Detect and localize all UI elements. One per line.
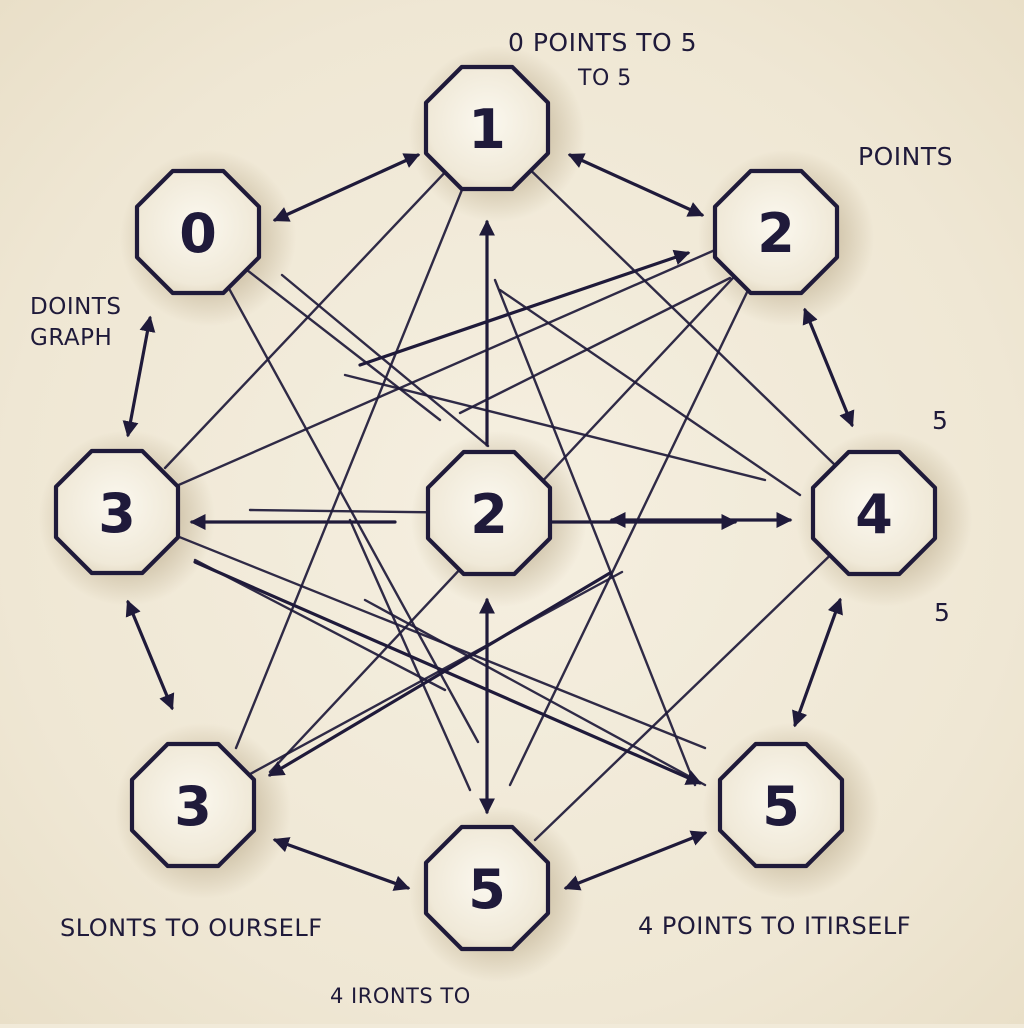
bidirectional-arrow	[567, 153, 705, 217]
bidirectional-arrow	[122, 315, 156, 438]
bidirectional-arrow	[125, 599, 175, 711]
edges	[115, 126, 876, 891]
node-label: 1	[468, 98, 506, 161]
node-n5b[interactable]: 5	[423, 824, 551, 952]
edge-line	[280, 273, 490, 448]
annotation-doints-line1: DOINTS	[30, 294, 122, 320]
annotation-doints-graph: DOINTS GRAPH	[30, 292, 121, 354]
directed-arrow	[358, 249, 691, 367]
node-octagon	[134, 168, 262, 296]
node-label: 2	[757, 202, 795, 265]
bidirectional-arrow	[272, 153, 421, 222]
edge-line	[115, 510, 707, 750]
node-octagon	[129, 741, 257, 869]
annotation-top-line1: 0 POINTS TO 5	[508, 28, 698, 57]
directed-arrow	[267, 571, 612, 777]
node-octagon	[712, 168, 840, 296]
bidirectional-arrow	[792, 597, 843, 728]
edge-line	[508, 230, 778, 787]
bidirectional-arrow	[272, 837, 411, 891]
edge-line	[493, 278, 697, 787]
edge-line	[343, 373, 767, 482]
node-octagon	[810, 449, 938, 577]
node-n5a[interactable]: 5	[717, 741, 845, 869]
annotation-doints-line2: GRAPH	[30, 325, 113, 351]
node-octagon	[53, 448, 181, 576]
node-label: 2	[470, 483, 508, 546]
node-label: 5	[762, 775, 800, 838]
bidirectional-arrow	[802, 307, 855, 428]
node-label: 4	[855, 483, 893, 546]
node-octagon	[423, 64, 551, 192]
bidirectional-arrow	[563, 830, 708, 891]
edge-line	[363, 598, 707, 787]
node-label: 3	[174, 775, 212, 838]
annotation-four-ironts: 4 IRONTS TO	[330, 984, 471, 1008]
node-label: 0	[179, 202, 217, 265]
annotation-right-5-upper: 5	[932, 406, 949, 435]
node-label: 3	[98, 482, 136, 545]
edge-line	[485, 126, 838, 468]
edge-line	[498, 288, 802, 497]
edge-line	[196, 230, 480, 744]
edge-line	[533, 511, 876, 842]
node-n2a[interactable]: 2	[712, 168, 840, 296]
edge-line	[234, 126, 489, 750]
annotation-four-points: 4 POINTS TO ITIRSELF	[638, 912, 912, 940]
node-n3b[interactable]: 3	[129, 741, 257, 869]
node-label: 5	[468, 858, 506, 921]
edge-line	[191, 570, 624, 807]
node-n3a[interactable]: 3	[53, 448, 181, 576]
node-octagon	[425, 449, 553, 577]
edge-line	[115, 248, 717, 514]
node-n4[interactable]: 4	[810, 449, 938, 577]
annotation-slonts: SLONTS TO OURSELF	[60, 914, 323, 942]
annotation-points: POINTS	[858, 142, 953, 171]
directed-arrow	[193, 560, 703, 785]
node-n0[interactable]: 0	[134, 168, 262, 296]
edge-line	[163, 126, 489, 470]
node-n1[interactable]: 1	[423, 64, 551, 192]
nodes: 0 1 2 2 4 3 3 5 5	[53, 64, 938, 952]
node-n2b[interactable]: 2	[425, 449, 553, 577]
annotation-right-5-lower: 5	[934, 598, 951, 627]
edge-line	[458, 276, 732, 415]
node-octagon	[717, 741, 845, 869]
annotation-top-line2: TO 5	[578, 66, 632, 91]
node-octagon	[423, 824, 551, 952]
